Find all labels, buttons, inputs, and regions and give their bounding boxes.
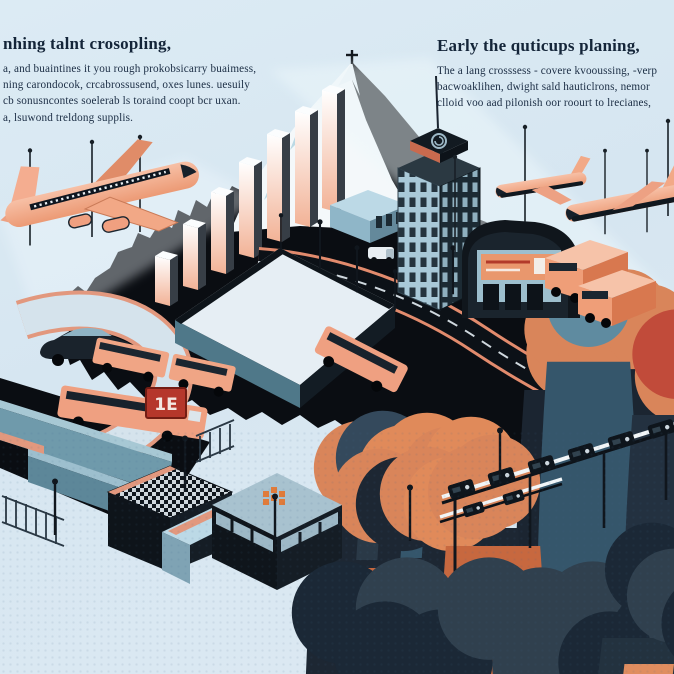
airplane-small (495, 155, 591, 205)
kiosk-building (162, 473, 342, 590)
hangar (462, 220, 580, 318)
picket-fence (1, 495, 65, 547)
left-heading: nhing talnt crosopling, (3, 34, 172, 53)
office-tower (397, 75, 481, 311)
right-line: The a lang crosssess - covere kvooussing… (437, 65, 658, 77)
bar-chart-obelisks (155, 85, 345, 306)
airplane-large (0, 139, 199, 233)
airplane-small (565, 163, 674, 222)
tower-antenna (435, 75, 439, 129)
gate-sign-text: 1E (154, 395, 177, 415)
text-block-right: Early the quticups planing, The a lang c… (437, 36, 674, 112)
truck (578, 270, 656, 328)
truck (545, 240, 628, 303)
left-line: a, and buaintines it you rough prokobsic… (3, 63, 257, 75)
right-line: clloid voo aad pilonish oor roourt to lr… (437, 97, 652, 110)
rooftop-logo (410, 128, 468, 163)
gate-sign: 1E (145, 387, 187, 419)
spiral-logo-icon (431, 133, 447, 149)
text-block-left: nhing talnt crosopling, a, and buaintine… (3, 34, 339, 126)
right-heading: Early the quticups planing, (437, 36, 640, 55)
left-line: cb sonusncontes soelerab ls toraind coop… (3, 95, 241, 108)
bus-right-of-courtyard (314, 326, 408, 393)
left-line: a, lsuwond treldong supplis. (3, 111, 134, 124)
picket-fence (195, 419, 235, 463)
articulated-bus (92, 337, 236, 397)
right-line: bacwoaklihen, dwight sald hauticlrons, n… (437, 81, 650, 94)
van (368, 247, 394, 263)
security-gantry (439, 418, 674, 574)
summit-cross-icon (346, 50, 358, 64)
left-line: ning carondocok, crcabrossusend, oxes lu… (3, 79, 251, 92)
